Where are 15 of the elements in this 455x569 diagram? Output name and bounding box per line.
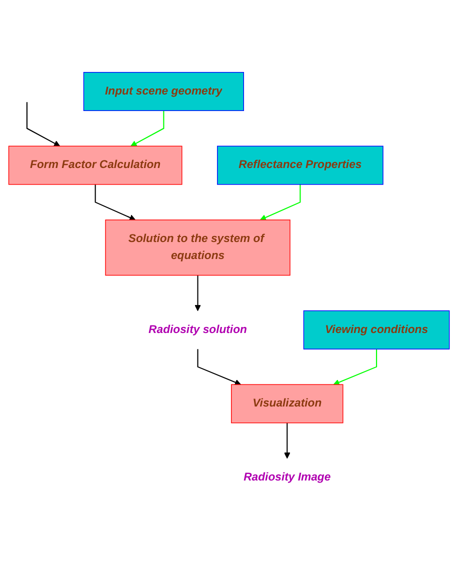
node-box: Visualization (231, 384, 344, 424)
arrow (26, 102, 60, 146)
arrow (284, 422, 290, 459)
node-box: Solution to the system of equations (105, 220, 290, 276)
node-box: Form Factor Calculation (8, 146, 182, 185)
arrow (130, 110, 164, 146)
arrow (94, 184, 136, 220)
node-text: Radiosity Image (244, 471, 331, 484)
node-box: Reflectance Properties (217, 146, 384, 185)
node-text: Radiosity solution (148, 324, 247, 336)
arrow (260, 184, 301, 220)
arrow (197, 349, 242, 386)
node-box: Viewing conditions (303, 310, 450, 350)
arrow (194, 275, 201, 312)
arrow (333, 349, 378, 386)
